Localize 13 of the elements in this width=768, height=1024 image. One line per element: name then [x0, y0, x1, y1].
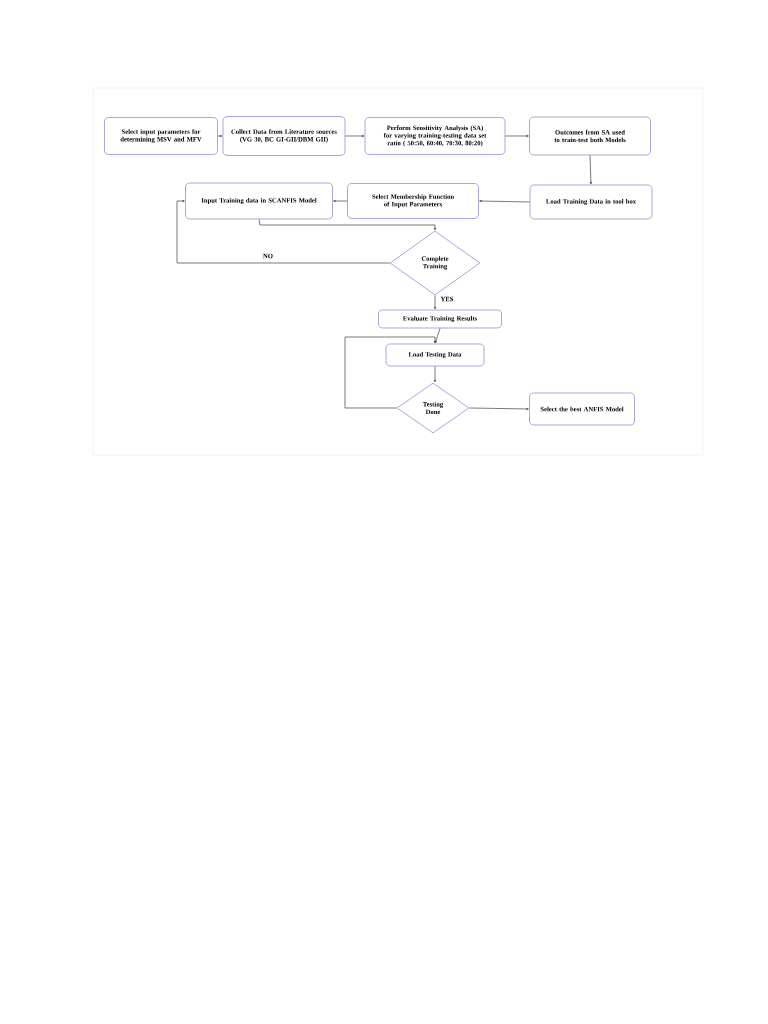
arrow: [433, 365, 437, 383]
arrow: [434, 327, 441, 344]
arrow: [479, 199, 531, 203]
arrow: [176, 199, 391, 264]
arrow: [589, 154, 593, 185]
arrow: [258, 218, 437, 231]
arrow: [504, 134, 529, 138]
arrow: [468, 407, 529, 411]
arrow: [344, 336, 437, 409]
arrow: [333, 199, 348, 203]
arrow: [217, 134, 223, 138]
arrow: [344, 134, 365, 138]
arrow: [433, 294, 437, 310]
